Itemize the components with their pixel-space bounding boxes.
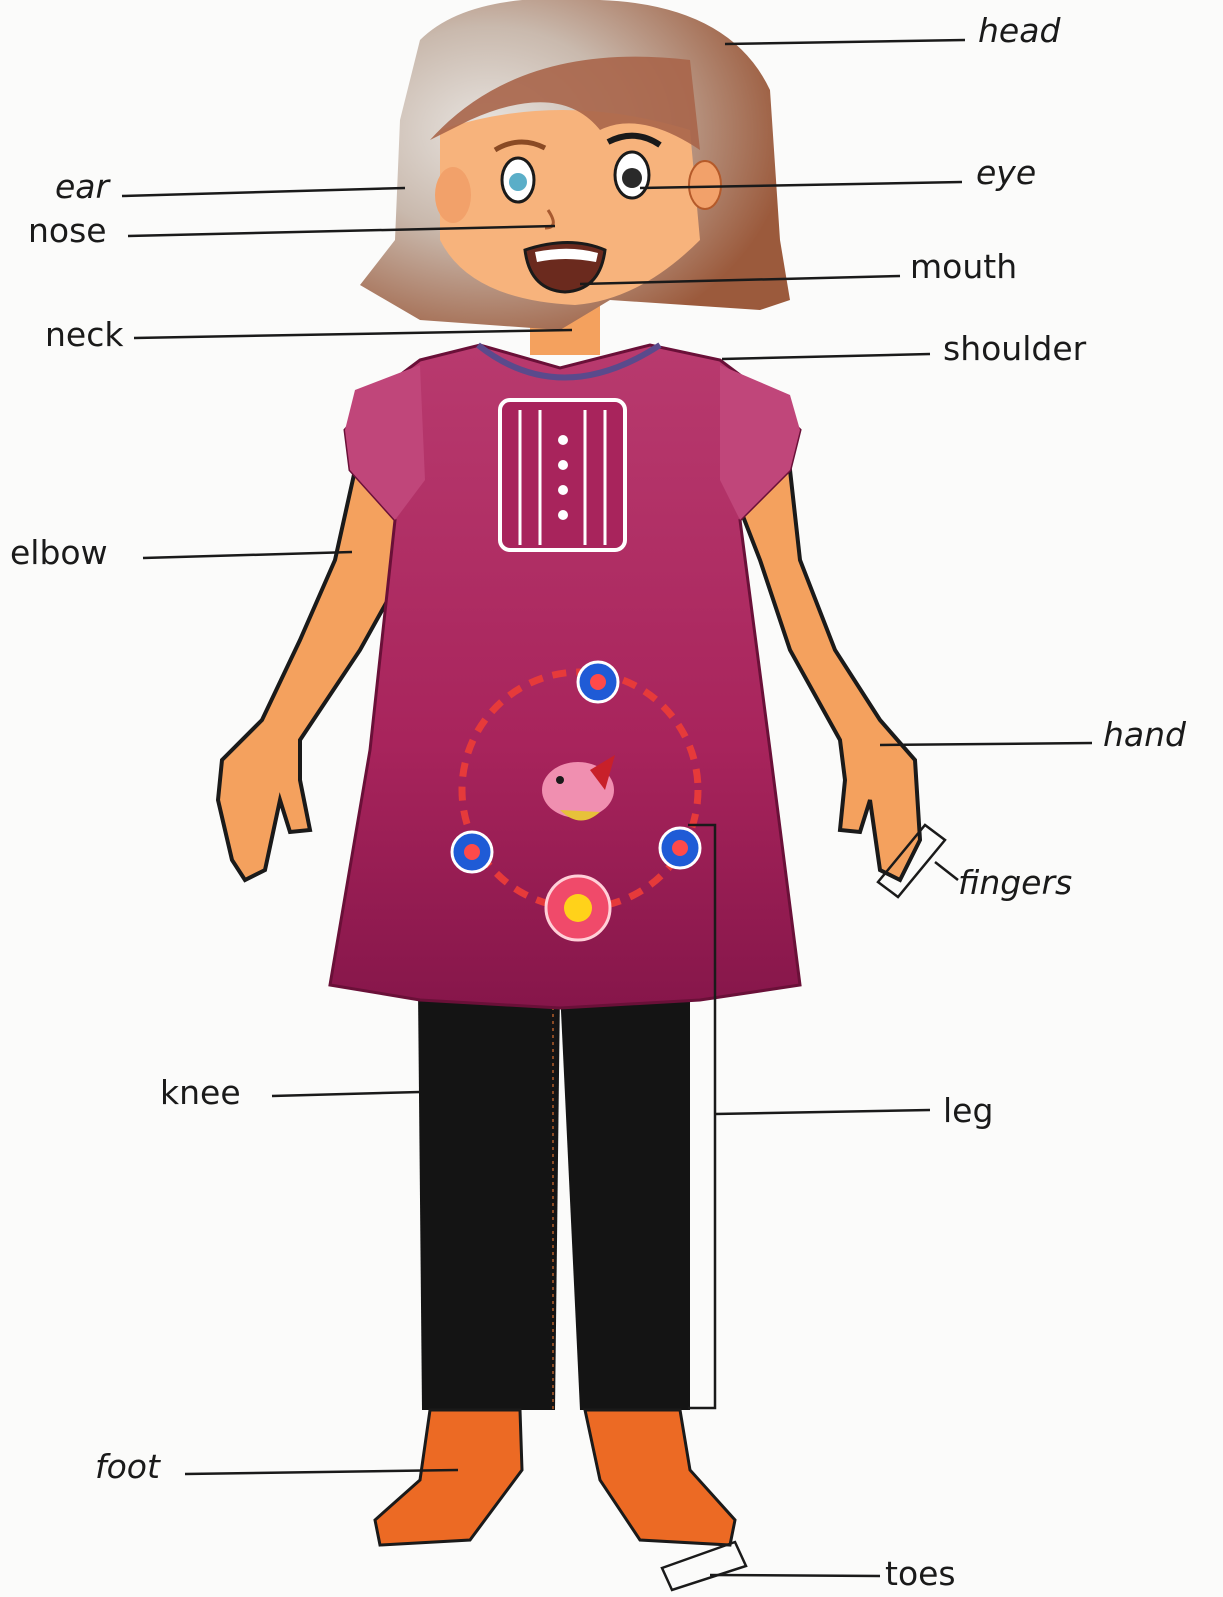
hand-leader-line xyxy=(880,743,1092,745)
knee-leader-line xyxy=(272,1092,420,1096)
head-label: head xyxy=(978,14,1060,47)
toes-label: toes xyxy=(885,1557,956,1590)
elbow-leader-line xyxy=(143,552,352,558)
toes-bracket xyxy=(662,1542,746,1590)
leg-leader-line xyxy=(715,1110,930,1114)
eye-label: eye xyxy=(976,156,1036,189)
hand-label: hand xyxy=(1103,718,1186,751)
foot-label: foot xyxy=(95,1450,160,1483)
nose-label: nose xyxy=(28,214,107,247)
fingers-leader-line xyxy=(935,862,958,880)
neck-label: neck xyxy=(45,318,123,351)
ear-leader-line xyxy=(122,188,405,196)
shoulder-label: shoulder xyxy=(943,332,1086,365)
shoulder-leader-line xyxy=(722,354,930,359)
mouth-label: mouth xyxy=(910,250,1017,283)
feet xyxy=(375,1410,735,1545)
ear-label: ear xyxy=(55,170,109,203)
trousers xyxy=(418,990,690,1410)
dress xyxy=(330,345,800,1008)
neck-leader-line xyxy=(134,330,572,338)
foot-leader-line xyxy=(185,1470,458,1474)
head-leader-line xyxy=(725,40,965,44)
fingers-label: fingers xyxy=(958,866,1072,899)
leg-label: leg xyxy=(943,1094,993,1127)
toes-leader-line xyxy=(710,1575,880,1576)
elbow-label: elbow xyxy=(10,536,108,569)
knee-label: knee xyxy=(160,1076,241,1109)
